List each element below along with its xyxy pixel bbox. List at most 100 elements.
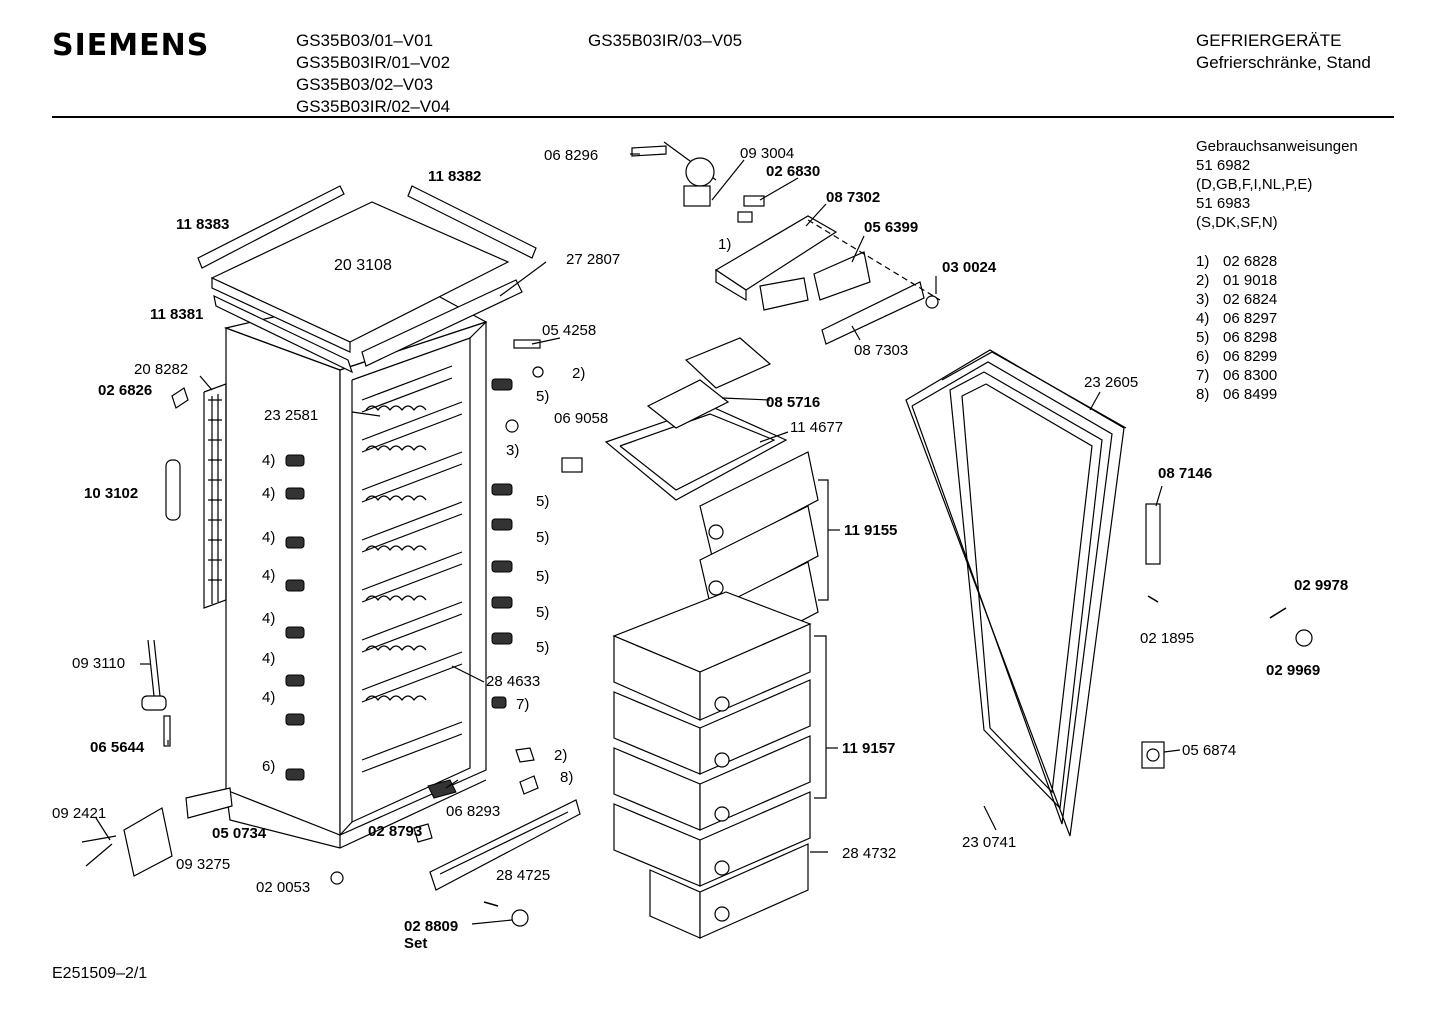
legend-value: 06 8300 <box>1223 367 1278 384</box>
legend-key: 4) <box>1196 310 1210 327</box>
part-number: 08 5716 <box>766 394 820 411</box>
part-number: 09 3004 <box>740 145 794 162</box>
ref-mark: 2) <box>554 747 567 764</box>
part-number: 06 8293 <box>446 803 500 820</box>
part-number: 28 4732 <box>842 845 896 862</box>
legend-value: 06 8297 <box>1223 310 1278 327</box>
part-number: 11 8381 <box>150 306 203 323</box>
model-number: GS35B03IR/03–V05 <box>588 31 743 50</box>
part-number: 02 6826 <box>98 382 152 399</box>
header-divider <box>52 116 1394 118</box>
ref-mark: 5) <box>536 568 549 585</box>
legend-row: 6) 06 8299 <box>1196 347 1316 366</box>
legend-key: 8) <box>1196 386 1210 403</box>
part-number: 08 7302 <box>826 189 880 206</box>
top-rails <box>197 185 537 374</box>
shelf-clips <box>285 378 513 781</box>
part-number: 06 9058 <box>554 410 608 427</box>
part-number: Set <box>404 935 427 952</box>
part-number: 02 8793 <box>368 823 422 840</box>
lower-drawers <box>612 591 827 939</box>
legend-row: 8) 06 8499 <box>1196 385 1316 404</box>
model-number: GS35B03IR/01–V02 <box>296 53 451 72</box>
model-list-primary: GS35B03/01–V01 GS35B03IR/01–V02 GS35B03/… <box>296 30 450 118</box>
ref-mark: 6) <box>262 758 275 775</box>
leader-lines <box>140 153 1181 925</box>
legend-value: 06 8299 <box>1223 348 1278 365</box>
legend-value: 01 9018 <box>1223 272 1278 289</box>
ref-mark: 5) <box>536 529 549 546</box>
ref-mark: 7) <box>516 696 529 713</box>
drawing-code: E251509–2/1 <box>52 965 148 982</box>
model-list-secondary: GS35B03IR/03–V05 <box>588 30 742 52</box>
legend-value: 06 8298 <box>1223 329 1278 346</box>
legend-key: 1) <box>1196 253 1210 270</box>
category-subtitle: Gefrierschränke, Stand <box>1196 53 1371 72</box>
part-number: 05 4258 <box>542 322 596 339</box>
small-parts <box>81 339 1313 927</box>
manual-number: 51 6983 <box>1196 195 1251 212</box>
part-number: 11 8383 <box>176 216 229 233</box>
legend-value: 06 8499 <box>1223 386 1278 403</box>
ref-mark: 4) <box>262 452 275 469</box>
legend-row: 4) 06 8297 <box>1196 309 1316 328</box>
legend-key: 6) <box>1196 348 1210 365</box>
ref-mark: 1) <box>718 236 731 253</box>
legend-key: 5) <box>1196 329 1210 346</box>
part-number: 02 0053 <box>256 879 310 896</box>
legend-row: 5) 06 8298 <box>1196 328 1316 347</box>
ref-mark: 4) <box>262 650 275 667</box>
control-housing <box>631 141 941 345</box>
part-number: 11 4677 <box>790 419 843 436</box>
category-block: GEFRIERGERÄTE Gefrierschränke, Stand <box>1196 30 1371 74</box>
manual-languages: (D,GB,F,I,NL,P,E) <box>1196 176 1313 193</box>
part-number: 05 6399 <box>864 219 918 236</box>
part-number: 10 3102 <box>84 485 138 502</box>
part-number: 27 2807 <box>566 251 620 268</box>
part-number: 02 1895 <box>1140 630 1194 647</box>
legend-row: 3)02 6824 <box>1196 290 1316 309</box>
ref-mark: 8) <box>560 769 573 786</box>
legend-value: 02 6828 <box>1223 253 1278 270</box>
part-number: 09 3275 <box>176 856 230 873</box>
legend-row: 7)06 8300 <box>1196 366 1316 385</box>
top-cover-plate <box>210 201 510 353</box>
part-number: 23 2605 <box>1084 374 1138 391</box>
part-number: 23 0741 <box>962 834 1016 851</box>
part-number: 08 7303 <box>854 342 908 359</box>
part-number: 23 2581 <box>264 407 318 424</box>
ref-mark: 4) <box>262 689 275 706</box>
legend-row: 2)01 9018 <box>1196 271 1316 290</box>
cabinet-body <box>223 283 488 849</box>
part-number: 06 8296 <box>544 147 598 164</box>
part-number: 11 8382 <box>428 168 481 185</box>
part-number: 20 8282 <box>134 361 188 378</box>
footnote-legend: 1)02 6828 2)01 9018 3)02 6824 4)06 8297 … <box>1196 252 1316 404</box>
part-number: 02 6830 <box>766 163 820 180</box>
part-number: 11 9155 <box>844 522 897 539</box>
ref-mark: 4) <box>262 610 275 627</box>
part-number: 28 4725 <box>496 867 550 884</box>
cold-packs <box>646 337 772 429</box>
legend-key: 3) <box>1196 291 1210 308</box>
part-number: 02 8809 <box>404 918 458 935</box>
ref-mark: 4) <box>262 567 275 584</box>
ref-mark: 5) <box>536 388 549 405</box>
brand-logo: SIEMENS <box>52 28 210 63</box>
manual-languages: (S,DK,SF,N) <box>1196 214 1278 231</box>
part-number: 28 4633 <box>486 673 540 690</box>
door-assembly <box>905 349 1127 837</box>
part-number: 09 3110 <box>72 655 125 672</box>
manuals-title: Gebrauchsanweisungen <box>1196 138 1358 155</box>
part-number: 11 9157 <box>842 740 895 757</box>
part-number: 20 3108 <box>334 257 392 274</box>
model-number: GS35B03/02–V03 <box>296 75 434 94</box>
part-number: 03 0024 <box>942 259 997 276</box>
ref-mark: 5) <box>536 604 549 621</box>
part-number: 02 9969 <box>1266 662 1320 679</box>
condenser-coil <box>203 383 227 609</box>
part-number: 06 5644 <box>90 739 145 756</box>
manuals-block: Gebrauchsanweisungen 51 6982 (D,GB,F,I,N… <box>1196 137 1358 232</box>
part-number: 08 7146 <box>1158 465 1212 482</box>
part-number: 05 6874 <box>1182 742 1236 759</box>
